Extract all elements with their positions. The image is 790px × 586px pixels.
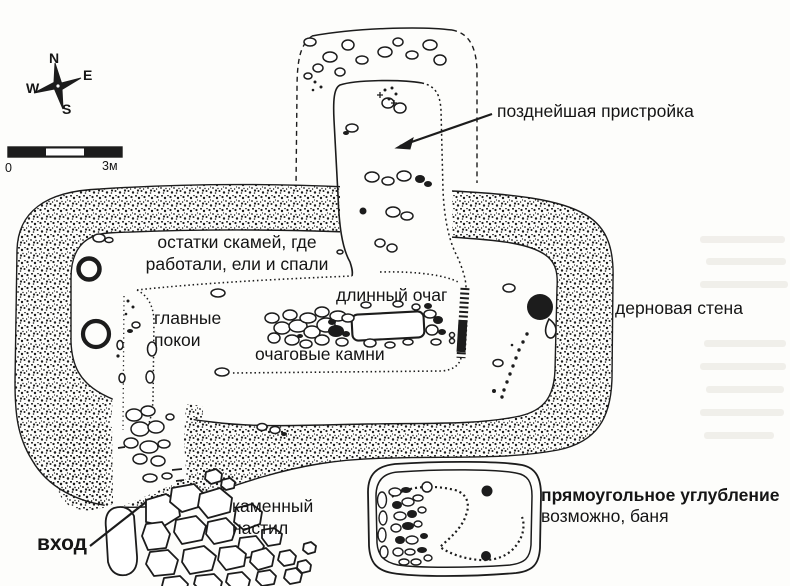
compass-w-label: W (26, 80, 40, 96)
benches-label-line2: работали, ели и спали (145, 254, 329, 274)
compass-n-label: N (49, 50, 60, 66)
entrance-pointer-line (89, 501, 147, 547)
annex-stones (303, 37, 447, 255)
main-quarters-line2: покои (154, 330, 201, 350)
annex-label: позднейшая пристройка (497, 101, 694, 121)
hearth-stones-label: очаговые камни (255, 344, 385, 364)
hearth-stone-cluster (264, 300, 456, 349)
compass-rose-icon (33, 62, 82, 110)
main-quarters-line1: главные (154, 308, 222, 328)
rect-depression-label: прямоугольное углубление (541, 485, 780, 505)
turf-wall-label: дерновая стена (615, 298, 743, 318)
scale-zero-label: 0 (5, 161, 12, 175)
annotation-lines (89, 112, 493, 547)
stone-paving-label: каменный настил (232, 495, 313, 539)
wall-end-right (184, 404, 203, 490)
possibly-bath-label: возможно, баня (541, 506, 669, 526)
benches-label-line1: остатки скамей, где (157, 232, 317, 252)
interior-partition-lines (122, 271, 470, 435)
benches-label: остатки скамей, где работали, ели и спал… (122, 231, 352, 275)
posthole-ring-large (80, 318, 112, 350)
floor-features (76, 233, 516, 436)
wall-end-left (52, 422, 113, 511)
entrance-corridor-gap (104, 396, 198, 514)
scale-length-label: 3м (102, 159, 118, 173)
long-hearth-slab (350, 310, 426, 342)
reverse-page-bleedthrough (700, 236, 788, 439)
corridor-stones (117, 405, 185, 483)
main-quarters-label: главные покои (154, 307, 221, 351)
stone-paving-line2: настил (232, 518, 289, 538)
scale-bar (7, 146, 123, 158)
posthole-ring-small (76, 256, 102, 282)
dark-pit-stone (492, 294, 557, 399)
stone-paving-line1: каменный (232, 496, 314, 516)
bath-house (367, 460, 542, 577)
annex-pointer-arrowhead (394, 136, 414, 150)
annex-pointer-line (399, 112, 493, 148)
entrance-label: вход (37, 532, 87, 555)
compass-s-label: S (62, 101, 72, 117)
long-hearth-label: длинный очаг (336, 285, 448, 305)
compass-e-label: E (83, 67, 93, 83)
stone-paving (104, 468, 317, 586)
depression-outline (391, 485, 525, 562)
